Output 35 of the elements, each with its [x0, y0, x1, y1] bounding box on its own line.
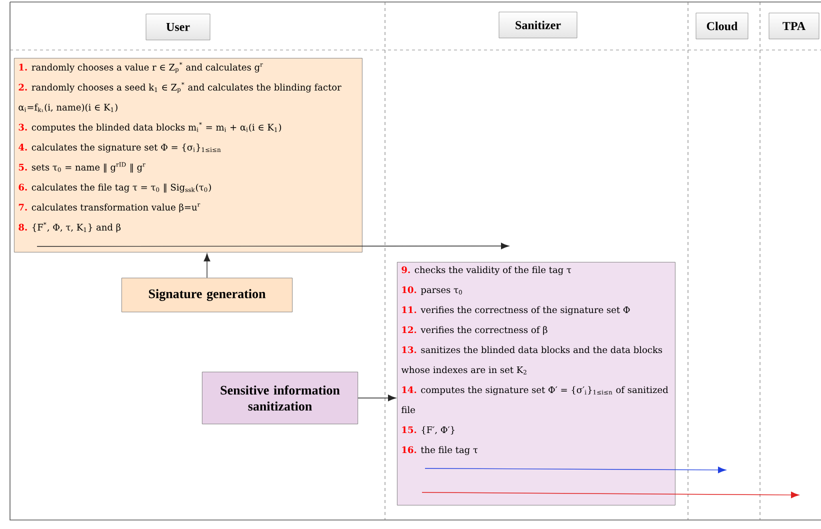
lane-header: Sanitizer: [498, 12, 578, 38]
arrow: [358, 394, 396, 402]
step-text: 11. verifies the correctness of the signature set Φ: [402, 306, 630, 316]
arrow: [204, 253, 210, 278]
node-label: 2.: [18, 84, 27, 91]
node-label: $^{*}$ and calculates the blinding factor: [181, 82, 342, 92]
process-box: Sensitive information sanitization: [202, 372, 358, 424]
step-text: 14. computes the signature set Φ′ = {σ′$_{i}$}$_{1≤i≤n}$ of sanitized file: [402, 386, 668, 414]
step-text: 9. checks the validity of the file tag τ: [402, 266, 572, 276]
node-label: computes the signature set Φ′ = {σ′$_{i}$}$_{1≤i≤n}$ of sanitized: [421, 386, 668, 396]
step-text: 12. verifies the correctness of β: [402, 326, 548, 335]
lane-header: User: [146, 14, 210, 40]
node-label: randomly chooses a seed k$_{1}$ ∈ Z$_{p}$: [32, 84, 181, 93]
step-text: 16. the file tag τ: [402, 446, 478, 456]
step-text: 10. parses τ$_{0}$: [402, 286, 462, 295]
step-list-box: [14, 58, 362, 252]
lane-header: Cloud: [696, 12, 748, 40]
step-text: 4. calculates the signature set Φ = {σ$_{i}$}$_{1≤i≤n}$: [18, 144, 221, 152]
step-text: 2. randomly chooses a seed k$_{1}$ ∈ Z$_{p}$$^{*}$ and calculates the blinding factor α$_{i}$=f$_{k₁}$(i, name)(i ∈ K$_{1}$): [18, 82, 342, 112]
step-text: 7. calculates transformation value β=u$^{r}$: [18, 203, 200, 212]
arrow: [424, 466, 726, 474]
step-text: 6. calculates the file tag τ = τ$_{0}$ ‖ Sig$_{ssk}$(τ$_{0}$): [18, 184, 211, 193]
node-label: α$_{i}$=f$_{k₁}$(i, name)(i ∈ K$_{1}$): [18, 104, 118, 112]
step-text: 1. randomly chooses a value r ∈ Z$_{p}$$^{*}$ and calculates g$^{r}$: [19, 62, 263, 73]
node-label: 14.: [402, 386, 416, 394]
step-text: 15. {F′, Φ′}: [402, 426, 454, 434]
arrow: [36, 242, 509, 250]
lane-header: TPA: [768, 12, 820, 40]
step-list-box: [397, 262, 676, 506]
step-text: 5. sets τ$_{0}$ = name ‖ g$^{rID}$ ‖ g$^{r}$: [18, 162, 146, 173]
step-text: 3. computes the blinded data blocks m$_{i}$$^{*}$ = m$_{i}$ + α$_{i}$(i ∈ K$_{1}$): [18, 122, 282, 132]
process-box: Signature generation: [121, 278, 293, 312]
node-label: file: [402, 406, 415, 414]
arrow: [422, 492, 799, 498]
step-text: 8. {F$^{*}$, Φ, τ, K$_{1}$} and β: [18, 222, 121, 232]
